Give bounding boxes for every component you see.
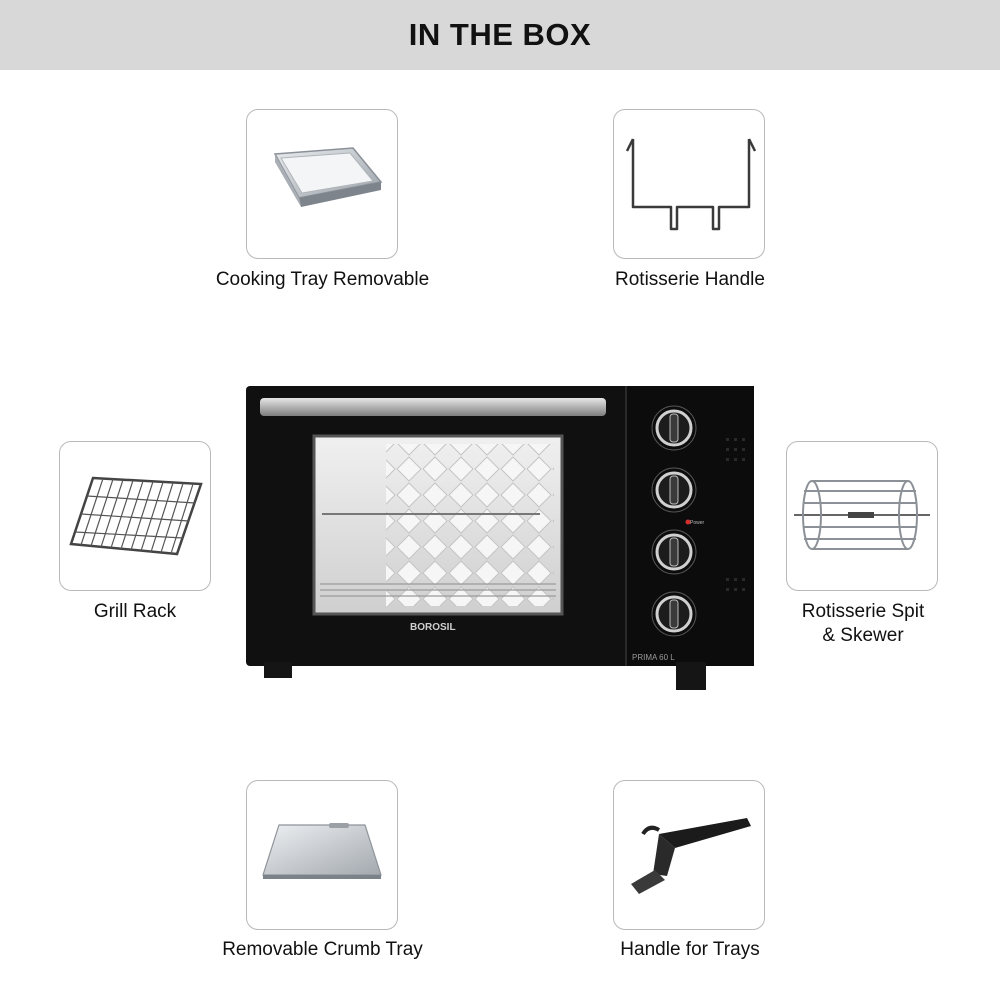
power-indicator-light [685, 519, 691, 525]
item-card-grill-rack [59, 441, 211, 591]
rotisserie-handle-icon [625, 138, 757, 231]
cooking-tray-icon [273, 147, 383, 207]
tray-handle-icon [631, 818, 751, 894]
oven-brand-text: BOROSIL [410, 622, 456, 633]
grill-rack-icon [69, 476, 203, 556]
control-knobs [651, 405, 697, 637]
header-banner: IN THE BOX [0, 0, 1000, 70]
item-label-cooking-tray: Cooking Tray Removable [215, 269, 430, 290]
item-card-cooking-tray [246, 109, 398, 259]
item-label-line-1: Rotisserie Spit [801, 601, 925, 622]
oven-model-text: PRIMA 60 L [632, 653, 675, 662]
item-card-rotisserie-handle [613, 109, 765, 259]
item-card-rotisserie-spit [786, 441, 938, 591]
item-label-line-2: & Skewer [822, 625, 904, 646]
power-indicator-text: Power [690, 520, 705, 526]
rotisserie-spit-icon [794, 480, 930, 550]
item-label-rotisserie-handle: Rotisserie Handle [615, 269, 765, 290]
item-label-tray-handle: Handle for Trays [620, 939, 760, 960]
item-card-tray-handle [613, 780, 765, 930]
item-label-crumb-tray: Removable Crumb Tray [222, 939, 423, 960]
item-label-grill-rack: Grill Rack [93, 601, 177, 622]
item-card-crumb-tray [246, 780, 398, 930]
page-title: IN THE BOX [408, 17, 592, 52]
item-label-rotisserie-spit: Rotisserie Spit & Skewer [778, 600, 948, 648]
oven-product-image: BOROSIL PRIMA 60 L Power [246, 386, 754, 690]
crumb-tray-icon [262, 823, 382, 879]
